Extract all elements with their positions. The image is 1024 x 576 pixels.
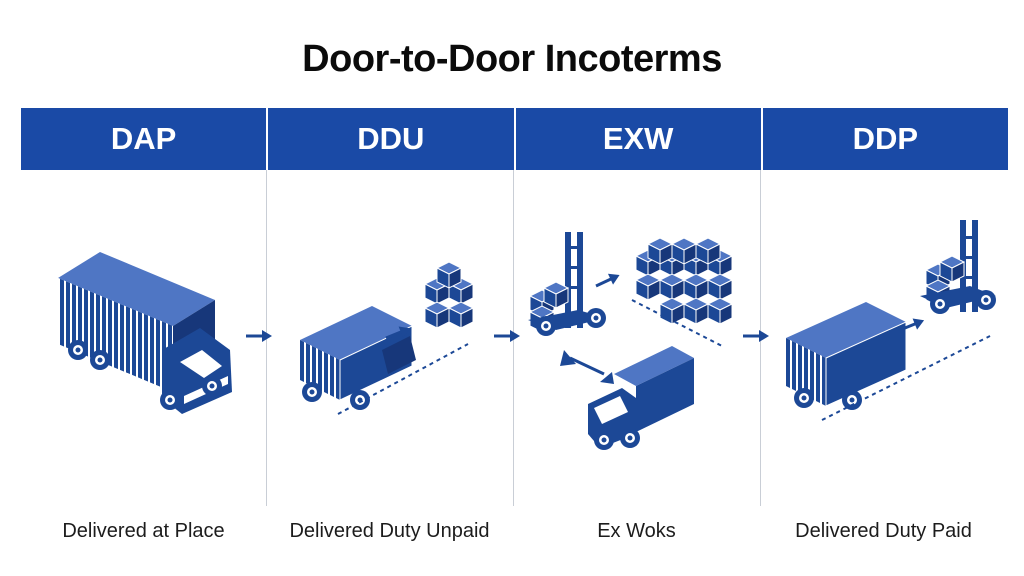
truck-with-boxes-icon — [300, 261, 474, 415]
arrow-right-icon — [492, 328, 522, 344]
header-ddp: DDP — [852, 121, 919, 156]
truck-with-forklift-icon — [786, 220, 996, 421]
header-ddu: DDU — [268, 108, 516, 170]
caption-ddu: Delivered Duty Unpaid — [289, 520, 490, 542]
header-dap: DAP — [21, 108, 269, 170]
caption-ddp: Delivered Duty Paid — [795, 520, 972, 542]
header-bar: DAP DDU EXW DDP — [21, 108, 1008, 170]
large-cargo-truck-icon — [58, 252, 232, 414]
arrow-right-icon — [741, 328, 771, 344]
caption-exw: Ex Woks — [597, 520, 676, 542]
caption-dap: Delivered at Place — [62, 520, 225, 542]
forklift-boxes-truck-icon — [528, 232, 733, 450]
header-exw: EXW — [516, 108, 763, 170]
arrow-right-icon — [244, 328, 274, 344]
diagram-title: Door-to-Door Incoterms — [302, 38, 722, 80]
